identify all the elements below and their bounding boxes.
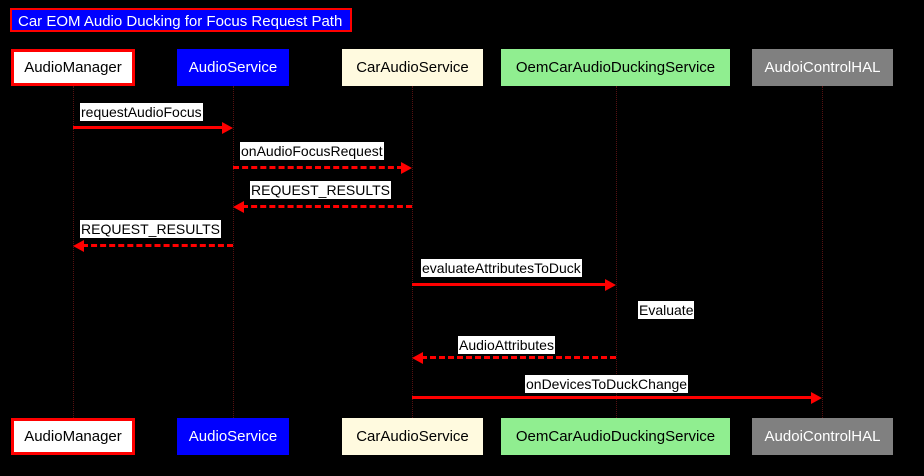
participant-audio-manager-top[interactable]: AudioManager xyxy=(11,49,135,86)
participant-car-audio-service-top[interactable]: CarAudioService xyxy=(342,49,483,86)
diagram-title: Car EOM Audio Ducking for Focus Request … xyxy=(10,8,352,32)
message-line-audio-attributes xyxy=(421,356,616,359)
message-line-evaluate-attributes-to-duck xyxy=(412,283,607,286)
lifeline-audio-manager xyxy=(73,86,75,418)
message-label-request-audio-focus: requestAudioFocus xyxy=(80,103,203,121)
participant-oem-car-audio-ducking-service-bottom[interactable]: OemCarAudioDuckingService xyxy=(501,418,730,455)
message-label-on-audio-focus-request: onAudioFocusRequest xyxy=(240,142,384,160)
message-line-on-audio-focus-request xyxy=(233,166,403,169)
message-label-evaluate-attributes-to-duck: evaluateAttributesToDuck xyxy=(421,259,582,277)
message-arrowhead-request-results-to-audio-manager xyxy=(73,240,84,252)
message-label-audio-attributes: AudioAttributes xyxy=(458,336,555,354)
lifeline-car-audio-service xyxy=(412,86,414,418)
message-line-request-results-to-audio-manager xyxy=(82,244,233,247)
note-evaluate-note: Evaluate xyxy=(638,301,695,319)
participant-audoi-control-hal-bottom[interactable]: AudoiControlHAL xyxy=(752,418,893,455)
message-arrowhead-evaluate-attributes-to-duck xyxy=(605,279,616,291)
lifeline-audoi-control-hal xyxy=(822,86,824,418)
lifeline-audio-service xyxy=(233,86,235,418)
message-arrowhead-on-devices-to-duck-change xyxy=(811,392,822,404)
message-line-on-devices-to-duck-change xyxy=(412,396,813,399)
participant-audio-manager-bottom[interactable]: AudioManager xyxy=(11,418,135,455)
message-line-request-results-to-audio-service xyxy=(242,205,412,208)
message-arrowhead-request-audio-focus xyxy=(222,122,233,134)
participant-audio-service-bottom[interactable]: AudioService xyxy=(177,418,289,455)
lifeline-oem-car-audio-ducking-service xyxy=(616,86,618,418)
participant-oem-car-audio-ducking-service-top[interactable]: OemCarAudioDuckingService xyxy=(501,49,730,86)
participant-car-audio-service-bottom[interactable]: CarAudioService xyxy=(342,418,483,455)
message-line-request-audio-focus xyxy=(73,126,224,129)
message-arrowhead-on-audio-focus-request xyxy=(401,162,412,174)
message-arrowhead-audio-attributes xyxy=(412,352,423,364)
message-label-on-devices-to-duck-change: onDevicesToDuckChange xyxy=(525,375,689,393)
participant-audoi-control-hal-top[interactable]: AudoiControlHAL xyxy=(752,49,893,86)
participant-audio-service-top[interactable]: AudioService xyxy=(177,49,289,86)
message-arrowhead-request-results-to-audio-service xyxy=(233,201,244,213)
message-label-request-results-to-audio-manager: REQUEST_RESULTS xyxy=(80,220,221,238)
message-label-request-results-to-audio-service: REQUEST_RESULTS xyxy=(250,181,391,199)
